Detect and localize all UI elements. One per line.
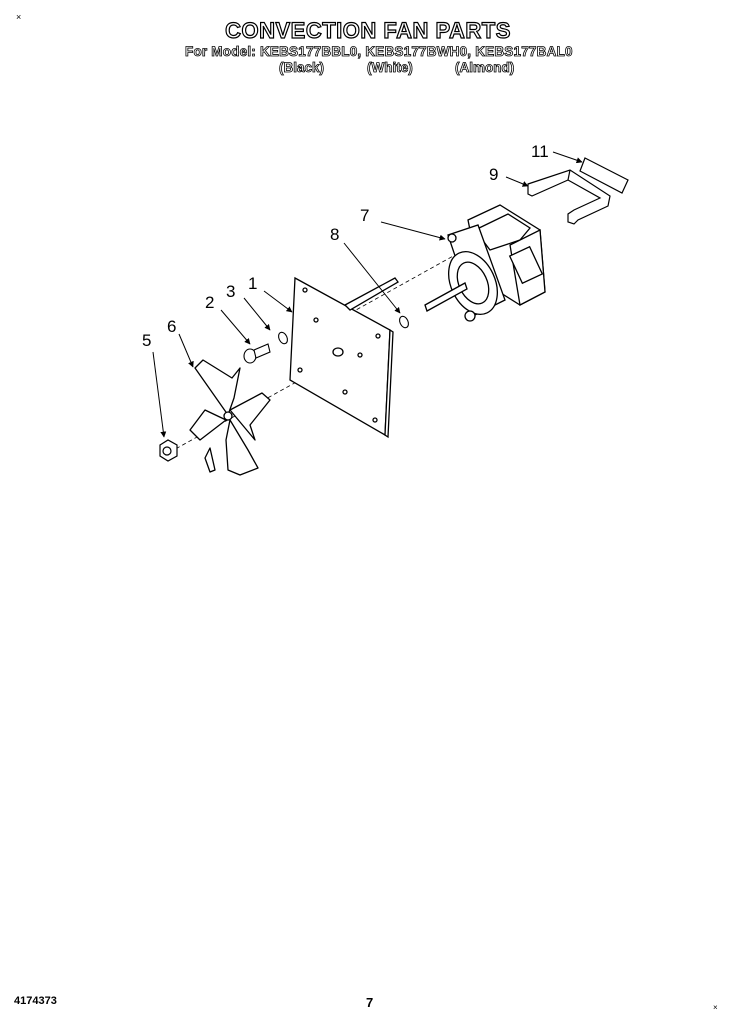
callout-11: 11 [531,142,549,161]
part-8-washer [399,315,409,329]
color-black: (Black) [279,60,325,76]
part-5-nut [159,439,178,462]
page-number: 7 [366,995,374,1010]
part-7-motor [424,204,546,322]
color-white: (White) [367,60,414,76]
callout-labels: 1 2 3 5 6 7 8 9 11 [142,142,549,350]
part-6-fan-blade [189,359,271,476]
assembly-axis [169,254,456,453]
part-11-insulation [579,157,629,194]
part-3-spacer [278,331,288,345]
corner-mark: × [16,12,22,22]
part-2-screw [243,343,271,364]
part-1-plate [289,276,399,439]
callout-1: 1 [248,274,257,293]
page-title: CONVECTION FAN PARTS [224,17,511,43]
callout-leaders [152,151,583,438]
callout-9: 9 [489,165,498,184]
callout-6: 6 [167,317,176,336]
part-9-bracket [527,169,611,225]
callout-8: 8 [330,225,339,244]
callout-7: 7 [360,206,369,225]
callout-3: 3 [226,282,235,301]
model-list: For Model: KEBS177BBL0, KEBS177BWH0, KEB… [185,44,573,60]
document-part-number: 4174373 [14,995,57,1007]
color-almond: (Almond) [455,60,515,76]
footer-mark: × [713,1003,718,1012]
callout-2: 2 [205,293,214,312]
callout-5: 5 [142,331,151,350]
